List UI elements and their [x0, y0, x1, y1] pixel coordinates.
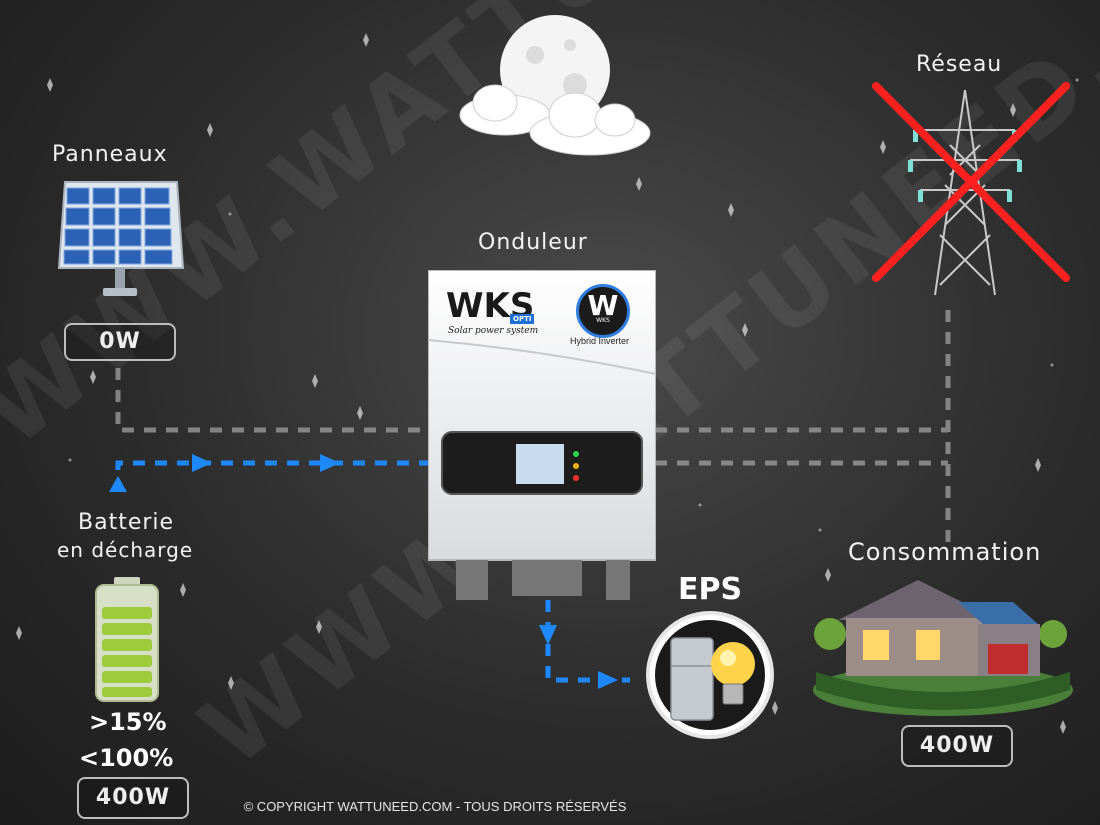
inverter-model: Hybrid Inverter: [570, 336, 630, 346]
panels-label: Panneaux: [52, 142, 168, 167]
inverter-label: Onduleur: [478, 230, 588, 255]
star-icon: [1035, 458, 1041, 472]
power-pylon-icon: [908, 89, 1022, 296]
star-icon: [772, 701, 778, 715]
inverter-logo-letter: W: [587, 289, 619, 322]
battery-icon: [95, 577, 159, 702]
arrow-right-icon: [320, 454, 340, 472]
star-icon: [1010, 103, 1016, 117]
star-icon: [207, 123, 213, 137]
inverter-logo-sub: WKS: [596, 317, 610, 324]
panels-power-badge: 0W: [64, 323, 176, 361]
star-icon: [357, 406, 363, 420]
star-icon: [636, 177, 642, 191]
star-icon: [316, 620, 322, 634]
inverter-brand-badge: OPTI: [510, 314, 535, 324]
solar-panel-icon: [57, 181, 185, 296]
star-icon: [742, 323, 748, 337]
battery-label: Batterie: [78, 510, 175, 535]
inverter-unit: WKS OPTI Solar power system W WKS Hybrid…: [427, 269, 657, 600]
battery-max-level: <100%: [79, 744, 174, 772]
panel-to-inverter-line: [115, 368, 430, 433]
star-icon: [880, 140, 886, 154]
star-icon: [1060, 720, 1066, 734]
consumption-label: Consommation: [848, 538, 1042, 566]
inverter-to-eps-line: [545, 600, 630, 683]
battery-min-level: >15%: [89, 708, 167, 736]
house-icon: [813, 580, 1073, 716]
star-icon: [363, 33, 369, 47]
star-icon: [825, 568, 831, 582]
star-icon: [180, 583, 186, 597]
eps-appliances-icon: [646, 611, 774, 739]
grid-label: Réseau: [916, 52, 1003, 77]
grid-disconnected-cross-icon: [872, 82, 1070, 282]
star-icon: [47, 78, 53, 92]
battery-to-inverter-line: [115, 460, 430, 492]
battery-status-label: en décharge: [57, 538, 194, 562]
inverter-logo: W WKS: [576, 284, 630, 338]
moon-cloud-icon: [459, 15, 651, 156]
arrow-right-icon: [598, 671, 618, 689]
arrow-right-icon: [192, 454, 212, 472]
star-icon: [228, 676, 234, 690]
star-icon: [728, 203, 734, 217]
consumption-power-badge: 400W: [901, 725, 1013, 767]
battery-power-badge: 400W: [77, 777, 189, 819]
star-icon: [90, 370, 96, 384]
inverter-tagline: Solar power system: [448, 326, 539, 336]
star-icon: [312, 374, 318, 388]
star-icon: [16, 626, 22, 640]
eps-label: EPS: [678, 572, 743, 607]
arrow-down-icon: [539, 625, 557, 645]
copyright-text: © COPYRIGHT WATTUNEED.COM - TOUS DROITS …: [243, 799, 627, 814]
arrow-up-icon: [109, 476, 127, 492]
